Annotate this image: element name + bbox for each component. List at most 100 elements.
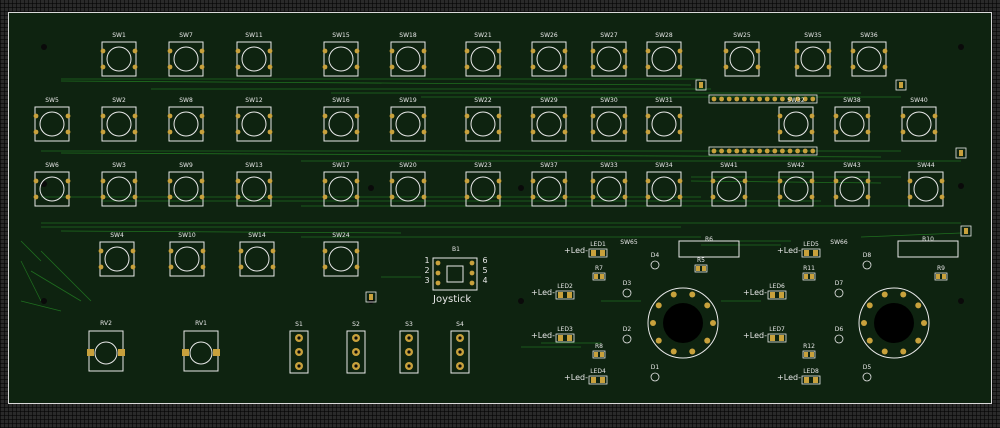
encoder-pad: [915, 337, 922, 344]
switch-pad: [677, 48, 683, 54]
switch-outline: [390, 41, 426, 77]
switch-outline: [851, 41, 887, 77]
pot-label: RV1: [195, 320, 207, 327]
switch-label: SW44: [917, 162, 935, 169]
mounting-hole: [958, 44, 964, 50]
switch-pad: [132, 178, 138, 184]
switch-pad: [833, 178, 839, 184]
resistor-label: R6: [705, 236, 713, 243]
smd-pad: [696, 266, 700, 271]
switch-actuator: [651, 176, 677, 202]
resistor-label: R12: [803, 343, 815, 350]
led-pad: [567, 292, 572, 298]
switch-pad: [199, 178, 205, 184]
encoder-label: SW65: [620, 239, 638, 246]
switch-actuator: [470, 176, 496, 202]
slide-switch-label: S4: [456, 321, 464, 328]
encoder-ring: [858, 287, 930, 359]
switch-pad: [200, 264, 206, 270]
switch-pad: [833, 129, 839, 135]
copper-trace: [20, 300, 62, 312]
switch-pad: [199, 129, 205, 135]
led-polarity-marking: +Led-: [743, 331, 767, 340]
switch-pad: [354, 178, 360, 184]
pot-outline: [183, 330, 219, 372]
switch-actuator: [729, 46, 755, 72]
switch-pad: [710, 194, 716, 200]
switch-pad: [354, 264, 360, 270]
diode-outline: [650, 372, 660, 382]
switch-pad: [742, 178, 748, 184]
switch-outline: [101, 106, 137, 142]
slide-switch-label: S2: [352, 321, 360, 328]
joystick-pad: [469, 270, 475, 276]
switch-pad: [98, 248, 104, 254]
smd-pad: [942, 274, 946, 279]
mounting-hole: [958, 298, 964, 304]
switch-label: SW35: [804, 32, 822, 39]
switch-outline: [531, 41, 567, 77]
switch-pad: [530, 113, 536, 119]
switch-pad: [167, 178, 173, 184]
socket-pad: [719, 96, 724, 102]
connector-outline: [365, 291, 377, 303]
led-outline: [588, 248, 608, 258]
led-polarity-marking: +Led-: [743, 288, 767, 297]
diode-label: D4: [650, 252, 660, 259]
copper-trace: [60, 152, 882, 158]
pot-pad: [87, 349, 94, 356]
led-pad: [591, 377, 596, 383]
switch-pad: [530, 129, 536, 135]
switch-pad: [865, 194, 871, 200]
switch-actuator: [839, 111, 865, 137]
switch-label: SW11: [245, 32, 263, 39]
smd-pad: [594, 274, 598, 279]
switch-pad: [235, 48, 241, 54]
switch-actuator: [856, 46, 882, 72]
switch-pad: [562, 178, 568, 184]
diode-outline: [862, 260, 872, 270]
led-label: LED3: [557, 326, 573, 333]
led-pad: [558, 335, 563, 341]
switch-actuator: [395, 111, 421, 137]
switch-label: SW38: [843, 97, 861, 104]
encoder-pad: [704, 302, 711, 309]
connector-pad: [959, 150, 963, 156]
switch-outline: [646, 106, 682, 142]
switch-pad: [167, 113, 173, 119]
switch-pad: [833, 194, 839, 200]
encoder-pad: [900, 348, 907, 355]
smd-resistor: [934, 272, 948, 281]
joystick-pin-number: 2: [424, 266, 430, 275]
copper-trace: [20, 240, 42, 262]
slide-switch-hole: [407, 364, 411, 368]
switch-pad: [645, 178, 651, 184]
switch-outline: [168, 171, 204, 207]
led-label: LED8: [803, 368, 819, 375]
switch-actuator: [39, 111, 65, 137]
switch-actuator: [470, 46, 496, 72]
switch-label: SW3: [112, 162, 126, 169]
switch-label: SW34: [655, 162, 673, 169]
switch-pad: [939, 194, 945, 200]
socket-pad: [780, 148, 785, 154]
switch-pad: [267, 48, 273, 54]
switch-pad: [622, 178, 628, 184]
diode-label: D5: [862, 364, 872, 371]
pot-outline: [88, 330, 124, 372]
led-label: LED2: [557, 283, 573, 290]
switch-pad: [794, 64, 800, 70]
switch-pad: [270, 264, 276, 270]
switch-pad: [645, 194, 651, 200]
switch-pad: [199, 113, 205, 119]
socket-pad: [742, 148, 747, 154]
switch-pad: [100, 113, 106, 119]
copper-trace: [860, 232, 962, 238]
diode-label: D3: [622, 280, 632, 287]
switch-pad: [645, 64, 651, 70]
switch-pad: [65, 178, 71, 184]
switch-pad: [65, 113, 71, 119]
switch-pad: [167, 129, 173, 135]
